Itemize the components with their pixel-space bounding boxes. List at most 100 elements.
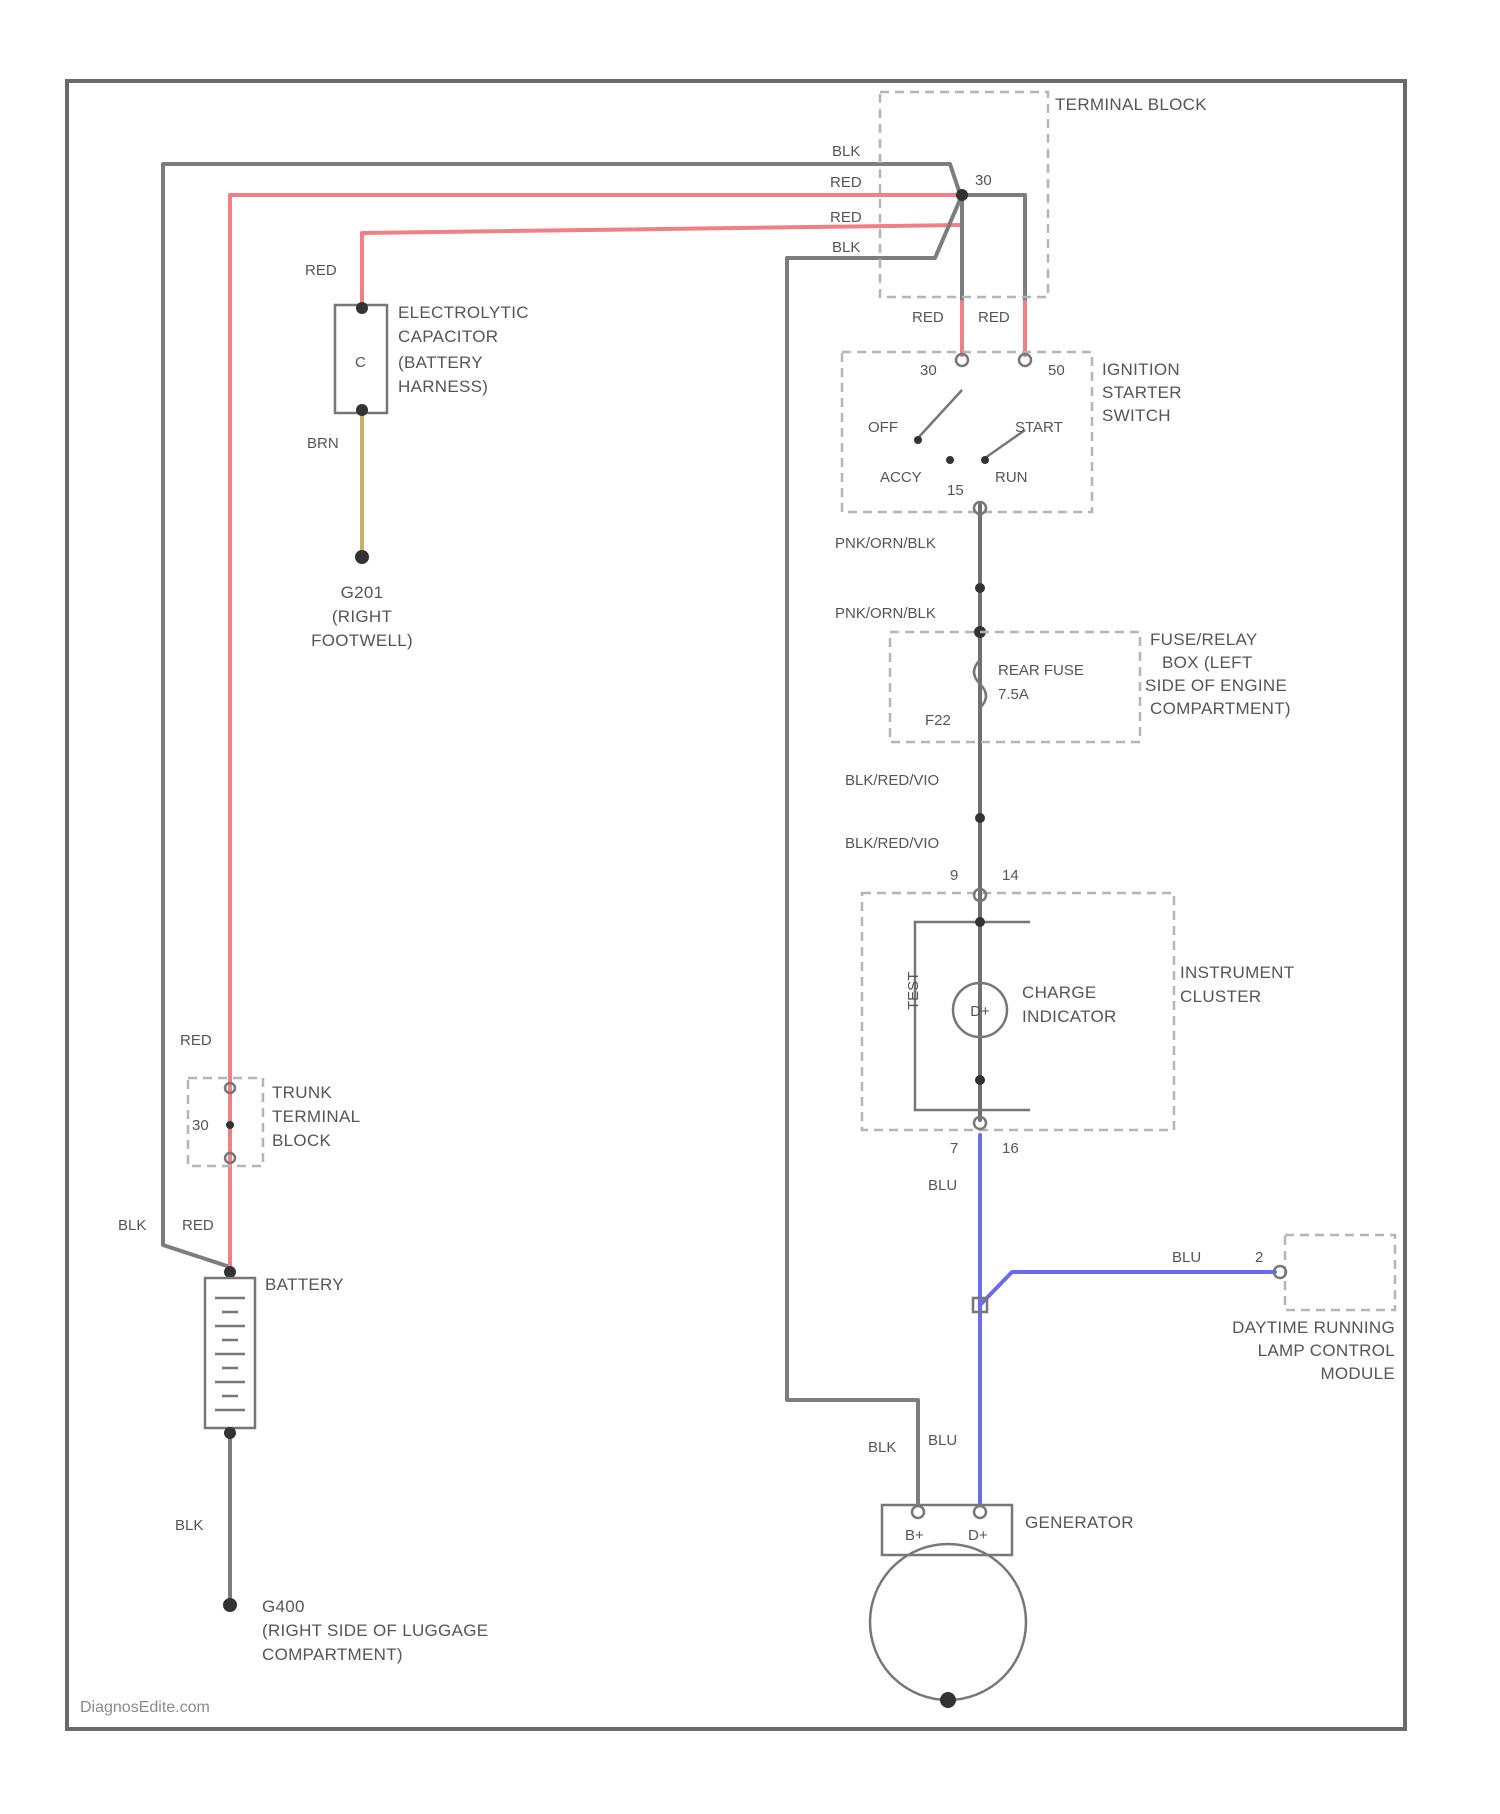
cluster-node-1	[975, 917, 985, 927]
charge-indicator-symbol: D+	[970, 1003, 990, 1020]
wire-label-blu-drl: BLU	[1172, 1249, 1201, 1266]
instrument-cluster-label-2: CLUSTER	[1180, 987, 1261, 1006]
pin-drl-2: 2	[1255, 1249, 1263, 1266]
generator-pin-bplus-label: B+	[905, 1527, 924, 1544]
wire-label-blk-top2: BLK	[832, 239, 860, 256]
wire-label-red-trunk: RED	[180, 1032, 212, 1049]
wire-label-blu2: BLU	[928, 1432, 957, 1449]
wire-label-pnk-1: PNK/ORN/BLK	[835, 535, 936, 552]
trunk-terminal-label-2: TERMINAL	[272, 1107, 360, 1126]
wire-label-pnk-2: PNK/ORN/BLK	[835, 605, 936, 622]
wire-label-blkred-2: BLK/RED/VIO	[845, 835, 939, 852]
wire-label-blk-gnd: BLK	[175, 1517, 203, 1534]
wire-label-blkred-1: BLK/RED/VIO	[845, 772, 939, 789]
splice-node-2	[975, 813, 985, 823]
trunk-terminal-label-3: BLOCK	[272, 1131, 331, 1150]
drl-module-label-2: LAMP CONTROL	[1258, 1341, 1395, 1360]
pin-sw-15: 15	[947, 482, 964, 499]
trunk-terminal-label-1: TRUNK	[272, 1083, 332, 1102]
switch-contact-acc	[946, 456, 954, 464]
switch-arm-1	[918, 390, 962, 438]
pin-cl-7: 7	[950, 1140, 958, 1157]
wire-red-capacitor-feed	[362, 225, 962, 308]
wire-label-red-sw1: RED	[912, 309, 944, 326]
capacitor-label-4: HARNESS)	[398, 377, 488, 396]
cluster-node-2	[975, 1075, 985, 1085]
wire-label-blk-batt: BLK	[118, 1217, 146, 1234]
capacitor-label-3: (BATTERY	[398, 353, 483, 372]
wire-label-red-top2: RED	[830, 209, 862, 226]
drl-module-label-3: MODULE	[1320, 1364, 1395, 1383]
watermark: DiagnosEdite.com	[80, 1699, 210, 1716]
fuse-label-2: 7.5A	[998, 686, 1029, 703]
ground-g201-node	[355, 550, 369, 564]
switch-contact-off	[914, 436, 922, 444]
instrument-cluster-box	[862, 893, 1174, 1130]
generator-pin-bplus	[912, 1506, 924, 1518]
wire-label-red-top1: RED	[830, 174, 862, 191]
wire-label-blk-gen: BLK	[868, 1439, 896, 1456]
ignition-switch-label-3: SWITCH	[1102, 406, 1171, 425]
switch-pos-acc: ACCY	[880, 469, 922, 486]
generator-terminal-box	[882, 1505, 1012, 1555]
capacitor-bottom-node	[356, 404, 368, 416]
diagram-frame	[67, 81, 1405, 1729]
ignition-switch-label-1: IGNITION	[1102, 360, 1180, 379]
fuse-box-label-2: BOX (LEFT	[1162, 653, 1253, 672]
fuse-id: F22	[925, 712, 951, 729]
generator-label: GENERATOR	[1025, 1513, 1134, 1532]
battery-negative-node	[224, 1427, 236, 1439]
battery-positive-node	[224, 1266, 236, 1278]
ground-g400-label-3: COMPARTMENT)	[262, 1645, 403, 1664]
capacitor-top-node	[356, 302, 368, 314]
pin-cl-14: 14	[1002, 867, 1019, 884]
ground-g400-label-1: G400	[262, 1597, 305, 1616]
terminal-block-bus	[962, 195, 1025, 300]
wire-label-blk-top: BLK	[832, 143, 860, 160]
switch-pos-start: START	[1015, 419, 1063, 436]
fuse-box-label-4: COMPARTMENT)	[1150, 699, 1291, 718]
generator-body	[870, 1544, 1026, 1700]
drl-module-label-1: DAYTIME RUNNING	[1232, 1318, 1395, 1337]
generator-pin-dplus	[974, 1506, 986, 1518]
fuse-label-1: REAR FUSE	[998, 662, 1084, 679]
ground-g201-label-2: (RIGHT	[332, 607, 392, 626]
switch-contact-run	[981, 456, 989, 464]
charge-indicator-label-2: INDICATOR	[1022, 1007, 1117, 1026]
wire-label-red-cap: RED	[305, 262, 337, 279]
wire-label-blu1: BLU	[928, 1177, 957, 1194]
switch-pos-off: OFF	[868, 419, 898, 436]
ground-g201-label-1: G201	[341, 583, 384, 602]
wire-label-brn-cap: BRN	[307, 435, 339, 452]
pin-cl-9: 9	[950, 867, 958, 884]
wire-label-red-sw2: RED	[978, 309, 1010, 326]
trunk-pin: 30	[192, 1117, 209, 1134]
ground-g400-label-2: (RIGHT SIDE OF LUGGAGE	[262, 1621, 488, 1640]
wire-label-red-batt: RED	[182, 1217, 214, 1234]
trunk-node-mid	[226, 1121, 234, 1129]
battery-cells	[215, 1298, 245, 1410]
generator-pin-dplus-label: D+	[968, 1527, 988, 1544]
ignition-switch-label-2: STARTER	[1102, 383, 1182, 402]
terminal-block-label: TERMINAL BLOCK	[1055, 95, 1207, 114]
battery-label: BATTERY	[265, 1275, 344, 1294]
charge-indicator-label-1: CHARGE	[1022, 983, 1097, 1002]
pin-tb-30: 30	[975, 172, 992, 189]
generator-ground-node	[940, 1692, 956, 1708]
fuse-box-label-1: FUSE/RELAY	[1150, 630, 1258, 649]
splice-node-1	[975, 583, 985, 593]
wire-blu-to-drl-module	[980, 1272, 1275, 1305]
drl-module-box	[1285, 1235, 1395, 1310]
switch-pos-run: RUN	[995, 469, 1028, 486]
ground-g400-node	[223, 1598, 237, 1612]
pin-sw-50: 50	[1048, 362, 1065, 379]
capacitor-label-2: CAPACITOR	[398, 327, 498, 346]
capacitor-label-1: ELECTROLYTIC	[398, 303, 529, 322]
cluster-side-label: TEST	[905, 972, 922, 1010]
fuse-box-label-3: SIDE OF ENGINE	[1145, 676, 1287, 695]
pin-cl-16: 16	[1002, 1140, 1019, 1157]
terminal-block-node	[956, 189, 968, 201]
instrument-cluster-label-1: INSTRUMENT	[1180, 963, 1294, 982]
pin-sw-30: 30	[920, 362, 937, 379]
